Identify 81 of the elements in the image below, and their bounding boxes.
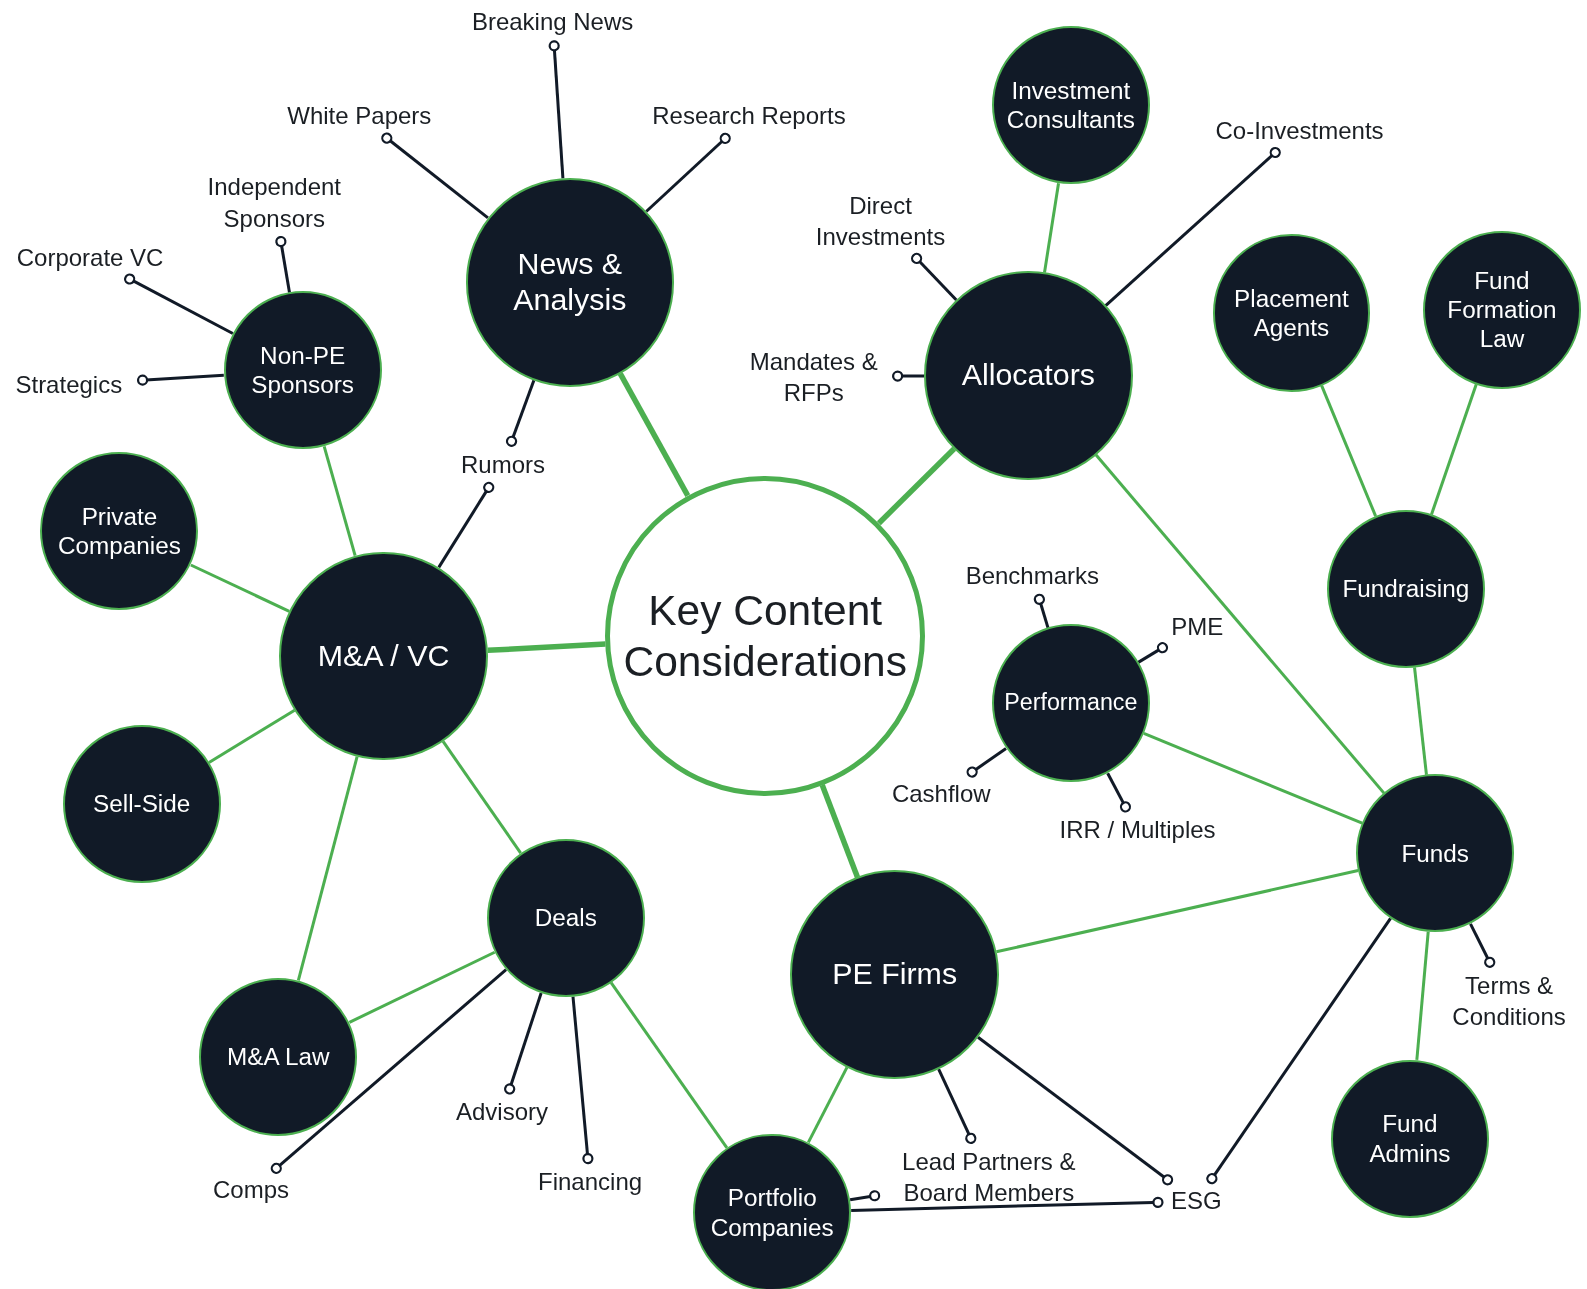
topic-label: Performance: [1003, 689, 1139, 718]
subtopic-label: Mandates & RFPs: [737, 345, 890, 408]
connector-line: [617, 372, 691, 497]
leader-line: [275, 235, 291, 293]
subtopic-label: Corporate VC: [0, 242, 182, 274]
subtopic-label: IRR / Multiples: [1041, 814, 1234, 846]
connector-line: [876, 446, 957, 526]
topic-label: Allocators: [960, 357, 1096, 394]
connector-line: [348, 950, 496, 1024]
leader-line: [937, 1068, 977, 1144]
connector-line: [441, 740, 522, 854]
connector-line: [208, 708, 296, 764]
connector-line: [1413, 667, 1428, 775]
topic-label: Fund Formation Law: [1446, 265, 1558, 354]
subtopic-label: Cashflow: [880, 777, 1002, 810]
topic-label: Fundraising: [1341, 574, 1471, 604]
subtopic-label: PME: [1161, 610, 1233, 643]
subtopic-label: Direct Investments: [794, 189, 967, 252]
leader-line: [124, 273, 234, 335]
subtopic-label: Terms & Conditions: [1438, 969, 1580, 1033]
leader-line: [270, 968, 508, 1174]
leader-line: [911, 252, 958, 302]
connector-line: [609, 981, 729, 1149]
subtopic-label: Comps: [205, 1174, 297, 1206]
subtopic-label: Breaking News: [451, 6, 654, 38]
topic-label: Sell-Side: [92, 789, 192, 819]
connector-line: [1094, 453, 1386, 795]
leader-line: [381, 132, 489, 219]
leader-line: [892, 370, 925, 382]
topic-label: M&A Law: [226, 1042, 331, 1072]
leader-line: [505, 379, 536, 447]
topic-label: Non-PE Sponsors: [250, 341, 355, 400]
topic-label: PE Firms: [831, 956, 959, 993]
subtopic-label: Independent Sponsors: [188, 171, 361, 234]
subtopic-label: ESG: [1165, 1185, 1227, 1217]
subtopic-label: Research Reports: [632, 100, 866, 132]
topic-label: Investment Consultants: [1005, 76, 1136, 135]
connector-line: [1143, 732, 1363, 825]
connector-line: [487, 641, 606, 654]
leader-line: [548, 40, 565, 179]
subtopic-label: Financing: [524, 1166, 656, 1198]
topic-label: Funds: [1400, 838, 1470, 868]
leader-line: [571, 996, 594, 1165]
connector-line: [1320, 385, 1377, 517]
leader-line: [1104, 146, 1281, 307]
topic-label: Portfolio Companies: [709, 1183, 835, 1242]
subtopic-label: Lead Partners & Board Members: [882, 1145, 1096, 1209]
connector-line: [1415, 931, 1430, 1061]
connector-line: [996, 869, 1359, 954]
connector-line: [1430, 383, 1478, 515]
leader-line: [851, 1196, 1164, 1212]
subtopic-label: White Papers: [268, 100, 451, 132]
leader-line: [1469, 923, 1496, 968]
connector-line: [819, 784, 861, 879]
leader-line: [504, 992, 543, 1095]
leader-line: [1137, 642, 1169, 664]
connector-line: [190, 563, 290, 613]
leader-line: [849, 1190, 881, 1202]
subtopic-label: Co-Investments: [1198, 114, 1401, 147]
leader-line: [645, 132, 731, 213]
topic-label: Placement Agents: [1233, 283, 1350, 342]
topic-label: Key Content Considerations: [623, 585, 907, 687]
subtopic-label: Advisory: [441, 1096, 563, 1128]
leader-line: [137, 373, 224, 386]
topic-label: Fund Admins: [1368, 1109, 1452, 1168]
connector-line: [322, 445, 357, 556]
topic-label: News & Analysis: [512, 245, 628, 319]
leader-line: [437, 481, 495, 569]
subtopic-label: Strategics: [3, 369, 135, 401]
connector-line: [296, 756, 359, 981]
leader-line: [1033, 593, 1050, 629]
connector-line: [1043, 183, 1061, 273]
topic-label: Private Companies: [57, 502, 182, 561]
topic-label: M&A / VC: [316, 637, 451, 674]
leader-line: [1206, 917, 1392, 1185]
connector-line: [807, 1066, 849, 1143]
subtopic-label: Benchmarks: [951, 560, 1114, 592]
topic-label: Deals: [533, 903, 598, 933]
leader-line: [1106, 772, 1132, 813]
leader-line: [977, 1036, 1174, 1186]
subtopic-label: Rumors: [447, 448, 559, 481]
